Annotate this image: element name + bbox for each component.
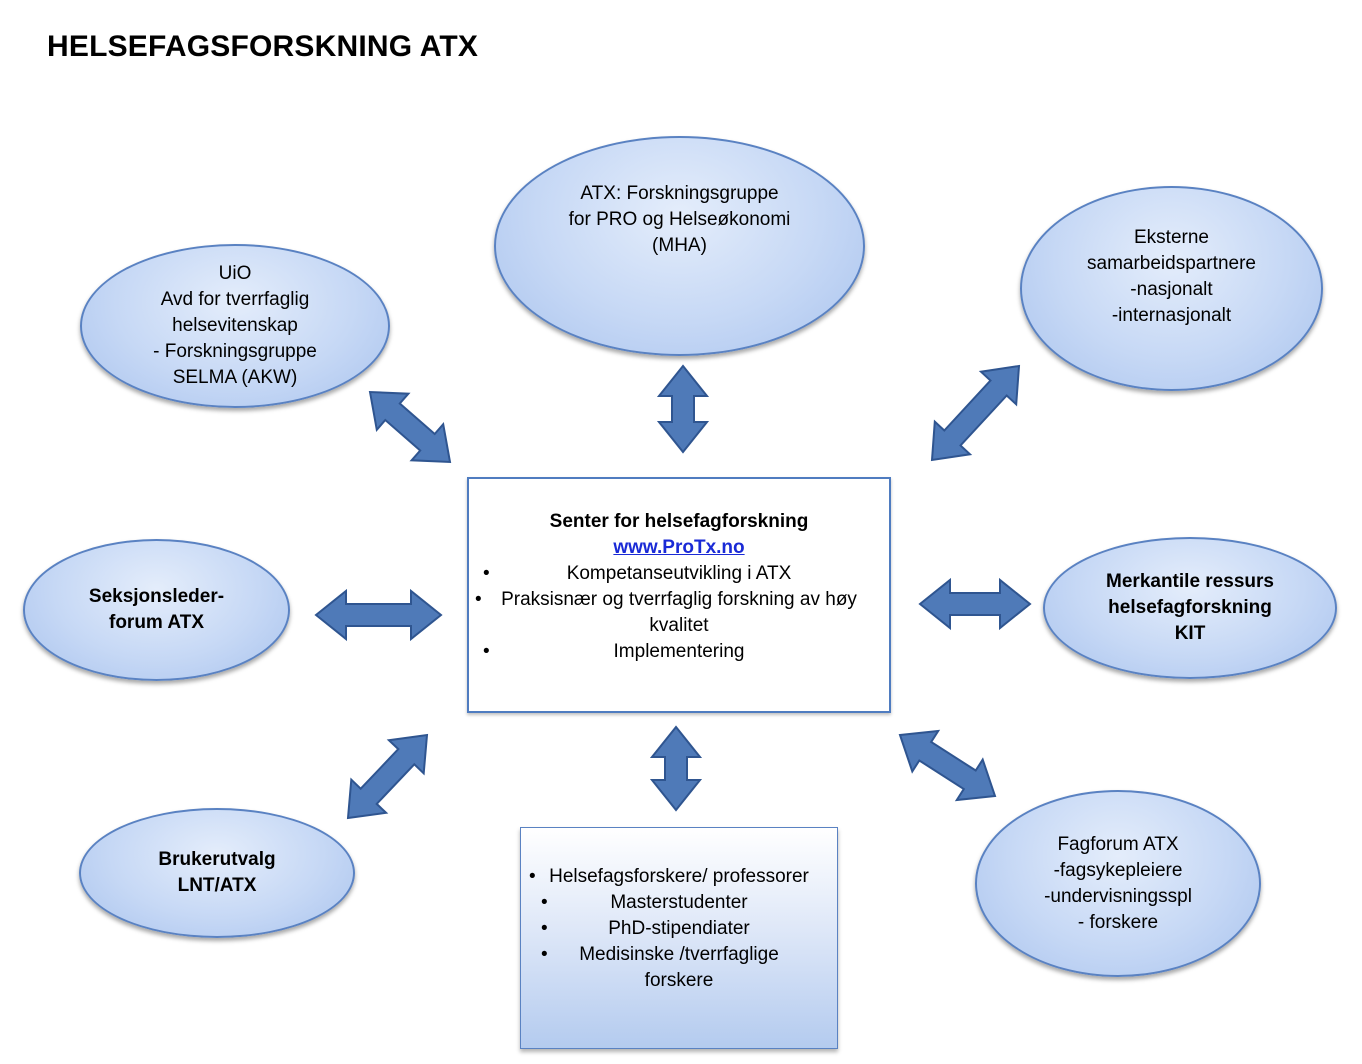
- node-admin-resource-line: helsefagforskning: [1108, 597, 1272, 618]
- node-external-line: Eksterne: [1134, 226, 1209, 248]
- arrow-members: [649, 725, 703, 812]
- node-atx-research-line: for PRO og Helseøkonomi: [568, 209, 791, 230]
- members-item-4-cont: forskere: [644, 970, 714, 991]
- page-title: HELSEFAGSFORSKNING ATX: [47, 30, 479, 63]
- center-bullet-1: Kompetanseutvikling i ATX: [566, 563, 792, 584]
- members-box: • Helsefagsforskere/ professorer • Maste…: [520, 827, 838, 1049]
- node-external-line: samarbeidspartnere: [1087, 252, 1256, 274]
- center-bullet-3: Implementering: [613, 641, 745, 662]
- node-uio-line: helsevitenskap: [172, 315, 298, 336]
- bullet-dot: •: [541, 944, 548, 965]
- bullet-dot: •: [483, 641, 490, 662]
- center-bullet-2: Praksisnær og tverrfaglig forskning av h…: [501, 589, 857, 610]
- center-box: Senter for helsefagforskning www.ProTx.n…: [467, 477, 891, 713]
- node-fagforum-line: Fagforum ATX: [1057, 833, 1179, 855]
- arrow-admin: [918, 577, 1032, 631]
- node-uio-line: UiO: [218, 263, 252, 284]
- members-item-1: Helsefagsforskere/ professorer: [549, 866, 809, 887]
- bullet-dot: •: [529, 866, 536, 887]
- node-external-line: -nasjonalt: [1130, 278, 1213, 300]
- node-fagforum-line: - forskere: [1077, 911, 1159, 933]
- node-user-committee-line: LNT/ATX: [177, 875, 257, 896]
- node-admin-resource-line: KIT: [1174, 623, 1206, 644]
- node-fagforum-line: -fagsykepleiere: [1053, 859, 1183, 881]
- node-section-leaders-line: forum ATX: [109, 612, 204, 633]
- node-fagforum-line: -undervisningsspl: [1044, 885, 1192, 907]
- arrow-user: [346, 733, 429, 820]
- arrow-external: [930, 364, 1021, 462]
- node-admin-resource: Merkantile ressurs helsefagforskning KIT: [1043, 537, 1337, 679]
- node-uio-line: Avd for tverrfaglig: [160, 289, 310, 310]
- center-title: Senter for helsefagforskning: [549, 511, 809, 532]
- bullet-dot: •: [483, 563, 490, 584]
- members-item-3: PhD-stipendiater: [608, 918, 750, 939]
- node-atx-research-group: ATX: Forskningsgruppe for PRO og Helseøk…: [494, 136, 865, 356]
- node-atx-research-line: (MHA): [652, 235, 707, 256]
- members-item-4: Medisinske /tverrfaglige: [579, 944, 779, 965]
- node-user-committee: Brukerutvalg LNT/ATX: [79, 808, 355, 938]
- members-item-2: Masterstudenter: [610, 892, 748, 913]
- node-fagforum: Fagforum ATX -fagsykepleiere -undervisni…: [975, 790, 1261, 977]
- center-bullet-2-cont: kvalitet: [649, 615, 709, 636]
- node-uio-line: SELMA (AKW): [172, 367, 298, 388]
- node-atx-research-line: ATX: Forskningsgruppe: [580, 183, 779, 204]
- node-external-line: -internasjonalt: [1111, 304, 1232, 326]
- node-section-leaders-forum: Seksjonsleder- forum ATX: [23, 539, 290, 681]
- arrow-fagforum: [898, 729, 997, 802]
- arrow-section: [314, 588, 443, 642]
- arrow-research: [656, 364, 710, 454]
- node-uio-line: - Forskningsgruppe: [153, 341, 317, 362]
- node-user-committee-line: Brukerutvalg: [158, 849, 276, 870]
- node-admin-resource-line: Merkantile ressurs: [1106, 571, 1274, 592]
- arrow-uio: [368, 390, 452, 464]
- node-external-partners: Eksterne samarbeidspartnere -nasjonalt -…: [1020, 186, 1323, 391]
- bullet-dot: •: [541, 892, 548, 913]
- center-link[interactable]: www.ProTx.no: [613, 537, 745, 558]
- bullet-dot: •: [475, 589, 482, 610]
- node-section-leaders-line: Seksjonsleder-: [88, 586, 225, 607]
- bullet-dot: •: [541, 918, 548, 939]
- node-uio: UiO Avd for tverrfaglig helsevitenskap -…: [80, 244, 390, 408]
